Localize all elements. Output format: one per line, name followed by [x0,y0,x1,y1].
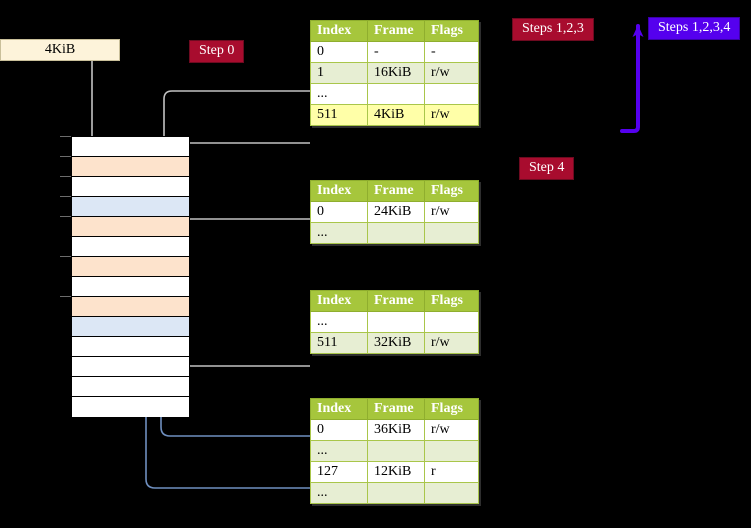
badge-steps-1234: Steps 1,2,3,4 [648,17,741,40]
table-cell [424,311,479,333]
column-header: Index [310,20,368,42]
memory-frame-row [72,377,189,397]
badge-steps-123: Steps 1,2,3 [512,18,594,41]
memory-frame-row [72,357,189,377]
column-header: Frame [367,20,425,42]
table-cell: r/w [424,62,479,84]
table-cell [424,83,479,105]
memory-frame-row [72,217,189,237]
table-cell [424,482,479,504]
column-header: Flags [424,20,479,42]
table-cell: ... [310,440,368,462]
table-cell [424,222,479,244]
table-cell [367,440,425,462]
memory-row-tick [60,156,71,157]
table-cell: 127 [310,461,368,483]
column-header: Flags [424,290,479,312]
table-cell: ... [310,311,368,333]
memory-frame-row [72,297,189,317]
table-cell: 4KiB [367,104,425,126]
table-row: ... [310,222,479,244]
memory-frame-row [72,337,189,357]
table-cell: ... [310,83,368,105]
memory-frame-row [72,317,189,337]
column-header: Index [310,290,368,312]
table-cell [424,440,479,462]
table-cell [367,482,425,504]
memory-row-tick [60,256,71,257]
memory-frame-row [72,137,189,157]
memory-frame-row [72,277,189,297]
table-row: ... [310,440,479,462]
table-cell [367,222,425,244]
table-cell: ... [310,222,368,244]
table-cell: 36KiB [367,419,425,441]
table-cell: 1 [310,62,368,84]
table-cell: ... [310,482,368,504]
column-header: Frame [367,290,425,312]
memory-row-tick [60,216,71,217]
table-cell: - [367,41,425,63]
memory-frame-row [72,157,189,177]
table-cell: r/w [424,201,479,223]
table-cell: 511 [310,104,368,126]
physical-memory-grid [71,136,190,417]
table-cell: - [424,41,479,63]
memory-row-tick [60,176,71,177]
table-row: ... [310,311,479,333]
badge-step-0: Step 0 [189,40,245,63]
table-row: ... [310,83,479,105]
table-cell: 511 [310,332,368,354]
table-cell: 24KiB [367,201,425,223]
table-cell: r/w [424,104,479,126]
table-cell [367,311,425,333]
badge-step-4: Step 4 [519,157,575,180]
column-header: Flags [424,180,479,202]
table-cell: r [424,461,479,483]
table-cell: 32KiB [367,332,425,354]
page-size-label: 4KiB [44,42,76,57]
table-cell: r/w [424,332,479,354]
table-cell: 0 [310,201,368,223]
memory-frame-row [72,397,189,417]
table-row: 0-- [310,41,479,63]
memory-row-tick [60,296,71,297]
table-row: ... [310,482,479,504]
memory-frame-row [72,237,189,257]
table-cell: r/w [424,419,479,441]
column-header: Index [310,180,368,202]
table-cell: 0 [310,41,368,63]
memory-row-tick [60,196,71,197]
memory-frame-row [72,177,189,197]
table-cell: 16KiB [367,62,425,84]
column-header: Frame [367,180,425,202]
table-cell: 0 [310,419,368,441]
memory-row-tick [60,136,71,137]
memory-frame-row [72,197,189,217]
memory-frame-row [72,257,189,277]
table-cell [367,83,425,105]
column-header: Index [310,398,368,420]
column-header: Flags [424,398,479,420]
table-cell: 12KiB [367,461,425,483]
page-size-box: 4KiB [0,39,120,61]
column-header: Frame [367,398,425,420]
